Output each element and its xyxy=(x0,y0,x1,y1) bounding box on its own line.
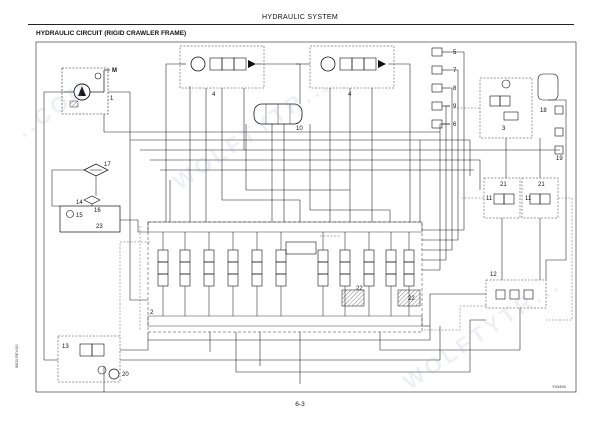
callout-4-left: 4 xyxy=(212,92,216,98)
callout-9: 9 xyxy=(453,104,457,110)
callout-11-left: 11 xyxy=(486,196,493,202)
header-rule xyxy=(28,24,574,25)
solenoid-valve-12 xyxy=(485,279,547,309)
figure-code: Y03490 xyxy=(552,384,566,389)
callout-11-right: 11 xyxy=(525,196,532,202)
callout-21-left: 21 xyxy=(500,182,507,188)
cylinder-group xyxy=(431,47,450,129)
callout-5: 5 xyxy=(453,50,457,56)
callout-10: 10 xyxy=(296,126,303,132)
pump-unit-1 xyxy=(61,67,109,115)
control-valve-2 xyxy=(147,221,423,333)
swivel-joint-10 xyxy=(253,103,303,125)
callout-14: 14 xyxy=(76,200,83,206)
callout-13: 13 xyxy=(62,344,69,350)
valve-spool xyxy=(363,232,375,316)
page-number: 6-3 xyxy=(295,401,305,408)
solenoid-unit-13 xyxy=(57,335,121,383)
callout-22-right: 22 xyxy=(408,296,415,302)
callout-17: 17 xyxy=(104,162,111,168)
side-note: 9803 REV.00 xyxy=(14,344,19,368)
motor-label: M xyxy=(112,68,117,74)
callout-4-right: 4 xyxy=(348,92,352,98)
pipe-network xyxy=(43,51,567,392)
callout-18: 18 xyxy=(540,108,547,114)
callout-19: 19 xyxy=(556,156,563,162)
travel-motor-4-left xyxy=(179,45,265,89)
callout-3: 3 xyxy=(502,126,506,132)
valve-spool xyxy=(317,232,329,316)
pilot-valves-18-19 xyxy=(537,73,564,155)
tank-15 xyxy=(59,195,121,233)
diagram-title: HYDRAULIC CIRCUIT (RIGID CRAWLER FRAME) xyxy=(36,30,187,37)
callout-23: 23 xyxy=(96,224,103,230)
travel-motor-4-right xyxy=(309,45,395,89)
valve-spool xyxy=(157,232,169,316)
oil-cooler-17 xyxy=(83,163,109,177)
page-header: HYDRAULIC SYSTEM xyxy=(262,14,338,21)
valve-spool xyxy=(203,232,215,316)
valve-spool xyxy=(179,232,191,316)
diagram-frame xyxy=(35,41,577,393)
callout-1: 1 xyxy=(110,96,114,102)
valve-spool xyxy=(275,232,287,316)
callout-2: 2 xyxy=(150,310,154,316)
callout-15: 15 xyxy=(76,213,83,219)
callout-20: 20 xyxy=(122,372,129,378)
callout-12: 12 xyxy=(490,272,497,278)
pilot-line-network xyxy=(119,107,573,336)
valve-spool xyxy=(227,232,239,316)
pilot-valve-unit-left xyxy=(483,177,521,219)
callout-8: 8 xyxy=(453,86,457,92)
callout-16: 16 xyxy=(94,208,101,214)
swing-unit-3 xyxy=(479,77,533,139)
callout-6: 6 xyxy=(453,122,457,128)
callout-21-right: 21 xyxy=(538,182,545,188)
valve-spool xyxy=(251,232,263,316)
callout-7: 7 xyxy=(453,68,457,74)
valve-spool xyxy=(385,232,397,316)
callout-22-left: 22 xyxy=(356,286,363,292)
